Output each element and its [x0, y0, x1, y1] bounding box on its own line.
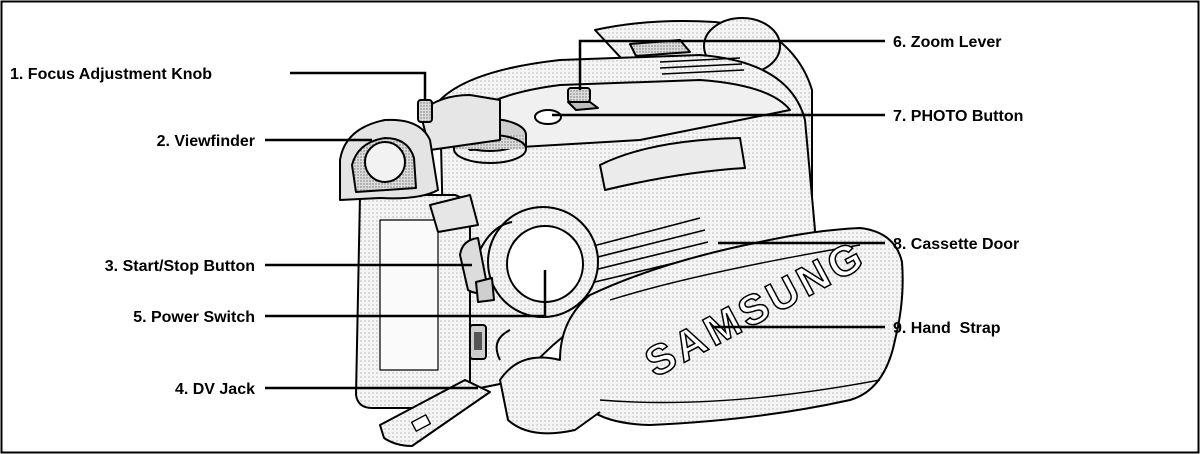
callout-lines: [265, 39, 885, 390]
leader-focus-knob: [290, 71, 427, 100]
leader-zoom-lever: [578, 39, 885, 90]
label-start-stop: 3. Start/Stop Button: [105, 258, 255, 275]
label-zoom-lever: 6. Zoom Lever: [893, 34, 1001, 51]
label-power-switch: 5. Power Switch: [133, 309, 255, 326]
leader-power-switch: [265, 270, 547, 318]
label-viewfinder: 2. Viewfinder: [157, 133, 255, 150]
camcorder-illustration: [339, 17, 904, 447]
label-photo-button: 7. PHOTO Button: [893, 108, 1023, 125]
label-hand-strap: 9. Hand Strap: [893, 320, 1001, 337]
label-cassette-door: 8. Cassette Door: [893, 236, 1019, 253]
label-focus-knob: 1. Focus Adjustment Knob: [10, 66, 212, 83]
label-dv-jack: 4. DV Jack: [175, 381, 255, 398]
